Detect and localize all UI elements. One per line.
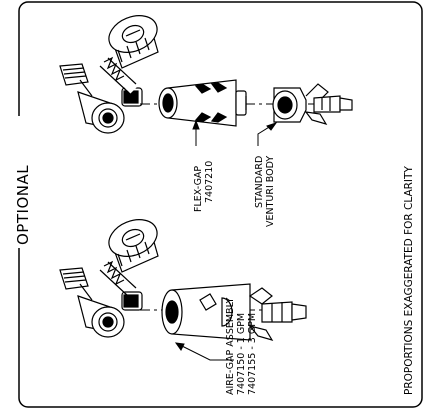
bottom-valve-spring-icon xyxy=(103,260,125,286)
drawing-border xyxy=(18,1,423,408)
top-valve-thread-icon xyxy=(59,63,89,86)
aire-gap-label-line2: 7407150 - 1 GPM xyxy=(236,313,247,395)
flex-gap-name: FLEX-GAP xyxy=(193,166,204,212)
venturi-label-line1: STANDARD xyxy=(254,156,265,208)
top-valve-assembly xyxy=(59,15,159,134)
aire-gap-label-line1: AIRE-GAP ASSEMBLY xyxy=(225,297,236,395)
venturi-body-part xyxy=(272,83,353,125)
aire-gap-label-line3: 7407155 - 3 GPM xyxy=(247,313,258,395)
bottom-valve-assembly xyxy=(59,219,159,338)
bottom-valve-thread-icon xyxy=(59,267,89,290)
section-label: OPTIONAL xyxy=(14,165,32,245)
proportions-note: PROPORTIONS EXAGGERATED FOR CLARITY xyxy=(403,166,415,395)
top-valve-knob-icon xyxy=(108,15,159,69)
bottom-valve-knob-icon xyxy=(108,219,159,273)
top-leaders xyxy=(192,119,278,146)
aire-gap-part xyxy=(161,283,307,341)
bottom-leader xyxy=(174,342,234,361)
flex-gap-part xyxy=(158,79,247,127)
venturi-label-line2: VENTURI BODY xyxy=(265,156,276,227)
top-valve-spring-icon xyxy=(103,56,125,82)
flex-gap-part-number: 7407210 xyxy=(204,161,215,203)
